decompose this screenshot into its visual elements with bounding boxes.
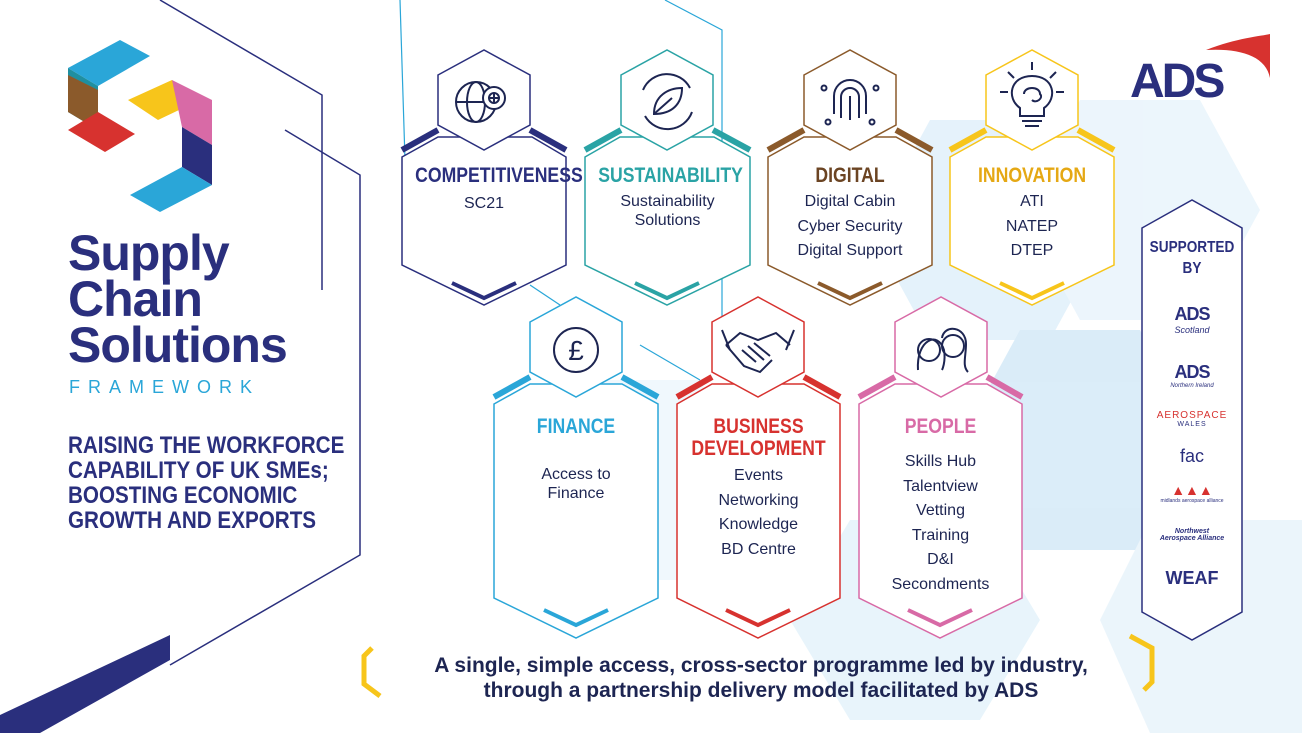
supporter-logo-northwest-aerospace-alliance: Northwest Aerospace Alliance (1142, 528, 1242, 542)
pillar-accents (400, 127, 1116, 628)
pillar-item: Networking (718, 491, 799, 509)
pillar-item: NATEP (1005, 217, 1059, 235)
pound-icon: £ (553, 327, 599, 373)
ads-logo: ADS (1130, 55, 1225, 108)
supporter-logo-name: WEAF (1165, 568, 1219, 588)
triangles-icon: ▲▲▲ (1171, 482, 1213, 498)
pillar-innovation-title: INNOVATION (977, 164, 1087, 187)
brand-subtitle: FRAMEWORK (69, 377, 260, 397)
supporter-logo-sub: Scotland (1174, 325, 1210, 335)
pillar-item: Digital Cabin (804, 193, 896, 210)
tagline-line-2: CAPABILITY OF UK SMEs; (68, 457, 329, 484)
pillar-title-line: BUSINESS (713, 415, 804, 438)
corner-wedge (0, 635, 170, 733)
pillar-people-title: PEOPLE (904, 415, 977, 438)
supporter-logo-name: Northwest (1174, 528, 1210, 535)
svg-text:£: £ (568, 335, 584, 366)
pillar-business-development-title: BUSINESS DEVELOPMENT (690, 416, 827, 460)
bottom-line-2: through a partnership delivery model fac… (483, 679, 1039, 702)
supporter-logo-sub: Northern Ireland (1170, 383, 1214, 389)
tagline-line-3: BOOSTING ECONOMIC (68, 482, 298, 509)
supporter-logo-name: AEROSPACE (1156, 410, 1228, 421)
pillar-business-development-items: Events Networking Knowledge BD Centre (677, 464, 840, 562)
pillar-item: Secondments (891, 575, 990, 593)
supported-box (1141, 199, 1243, 641)
pillar-item: Solutions (634, 212, 701, 229)
supporter-logo-name: ADS (1174, 362, 1210, 382)
supporter-logo-sub: WALES (1177, 421, 1207, 428)
supporter-logo-ads-scotland: ADS Scotland (1142, 304, 1242, 335)
pillar-item: Training (911, 526, 970, 544)
brand-title-line-3: Solutions (68, 317, 288, 373)
pillar-item: Digital Support (797, 242, 903, 259)
pillar-item: Cyber Security (797, 217, 903, 235)
supporter-logo-name: ADS (1174, 304, 1210, 324)
tagline-line-4: GROWTH AND EXPORTS (68, 507, 317, 534)
pillar-finance-items: Access to Finance (494, 465, 658, 503)
supporter-logo-weaf: WEAF (1142, 568, 1242, 589)
ads-swoosh (1206, 34, 1270, 78)
handshake-icon (721, 329, 795, 374)
supporter-logo-ads-northern-ireland: ADS Northern Ireland (1142, 362, 1242, 389)
people-icon (916, 328, 969, 373)
supporter-logo-sub: Aerospace Alliance (1159, 535, 1225, 542)
lightbulb-brain-icon (1000, 62, 1064, 127)
pillar-digital-items: Digital Cabin Cyber Security Digital Sup… (768, 190, 932, 264)
pillar-sustainability-items: Sustainability Solutions (585, 192, 750, 230)
supported-heading-line: BY (1182, 260, 1202, 277)
brand-title-line-1: Supply (68, 225, 230, 281)
tagline-line-1: RAISING THE WORKFORCE (68, 432, 345, 459)
leaf-cycle-icon (642, 73, 693, 131)
scs-logo-icon (68, 40, 212, 212)
pillar-item: Vetting (916, 502, 965, 519)
pillar-item: Talentview (903, 477, 978, 495)
brand-title-line-2: Chain (68, 271, 203, 327)
supporter-logo-fac: fac (1142, 446, 1242, 467)
pillar-item: Knowledge (718, 516, 799, 533)
bottom-line-1: A single, simple access, cross-sector pr… (434, 654, 1088, 677)
supporter-logo-aerospace-wales: AEROSPACE WALES (1142, 410, 1242, 428)
pillar-item: Access to (541, 466, 611, 483)
pillar-finance-title: FINANCE (536, 415, 616, 438)
pillar-item: Skills Hub (904, 453, 977, 470)
pillar-title-line: DEVELOPMENT (691, 437, 826, 460)
pillar-item: DTEP (1010, 242, 1054, 259)
pillar-shapes (401, 136, 1115, 639)
pillar-item: Events (734, 467, 783, 484)
pillar-digital-title: DIGITAL (815, 164, 885, 187)
supporter-logo-name: fac (1179, 446, 1204, 466)
pillar-item: ATI (1020, 193, 1044, 210)
pillar-item: Finance (547, 485, 605, 502)
bottom-statement: A single, simple access, cross-sector pr… (376, 653, 1146, 703)
supported-by-heading: SUPPORTED BY (1150, 237, 1235, 279)
bottom-brackets (361, 633, 1155, 698)
pillar-item: D&I (927, 551, 954, 568)
pillar-competitiveness-items: SC21 (402, 192, 566, 217)
globe-gear-icon (455, 81, 506, 123)
pillar-sustainability-title: SUSTAINABILITY (598, 164, 743, 187)
supported-heading-line: SUPPORTED (1149, 239, 1235, 256)
pillar-item: Sustainability (620, 193, 715, 210)
pillar-innovation-items: ATI NATEP DTEP (950, 190, 1114, 264)
supporter-logo-sub: midlands aerospace alliance (1160, 498, 1224, 504)
supporter-logo-midlands-aerospace-alliance: ▲▲▲ midlands aerospace alliance (1142, 482, 1242, 504)
pillar-item: BD Centre (721, 540, 796, 558)
pillar-competitiveness-title: COMPETITIVENESS (415, 164, 583, 187)
fingerprint-circuit-icon (820, 79, 880, 126)
pillar-item: SC21 (463, 195, 505, 212)
pillar-people-items: Skills Hub Talentview Vetting Training D… (859, 450, 1022, 597)
